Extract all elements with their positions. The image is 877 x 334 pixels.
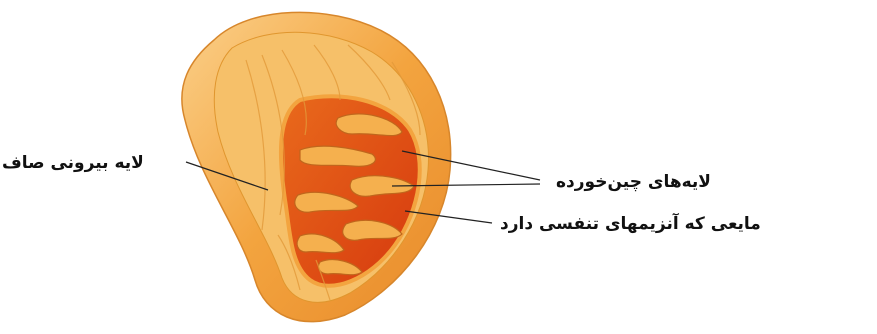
outer-membrane-label: لایه بیرونی صاف — [2, 153, 144, 173]
matrix-fluid-label: مایعی که آنزیمهای تنفسی دارد — [500, 214, 761, 234]
folded-membranes-label: لایه‌های چین‌خورده — [556, 172, 711, 192]
